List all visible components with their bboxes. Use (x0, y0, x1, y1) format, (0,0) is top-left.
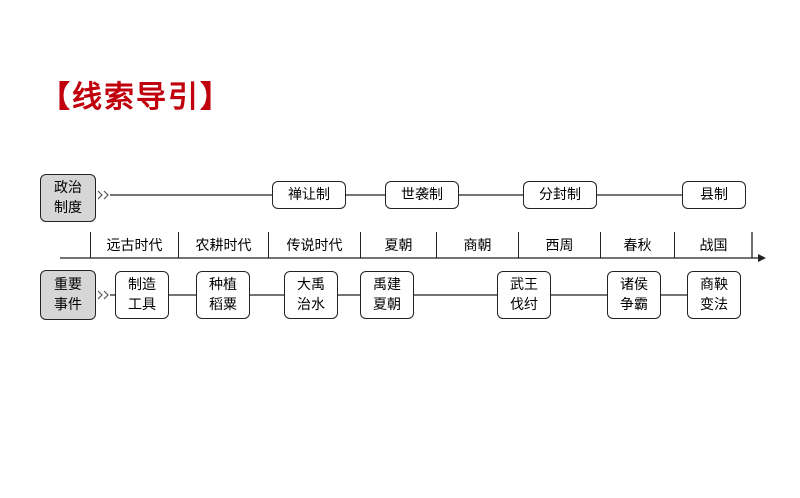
political-chevron-icon (97, 190, 103, 200)
political-item-hereditary: 世袭制 (385, 181, 459, 209)
event-item: 诸侯 争霸 (607, 271, 661, 319)
period-cell: 传说时代 (268, 232, 360, 258)
event-item: 大禹 治水 (284, 271, 338, 319)
period-cell: 远古时代 (90, 232, 178, 258)
event-item: 商鞅 变法 (687, 271, 741, 319)
timeline-arrow-icon (758, 254, 766, 262)
period-cell: 农耕时代 (178, 232, 268, 258)
political-system-category: 政治 制度 (40, 174, 96, 222)
period-cell: 夏朝 (360, 232, 436, 258)
political-item-abdication: 禅让制 (272, 181, 346, 209)
events-chevron-icon (97, 290, 103, 300)
political-item-county: 县制 (682, 181, 746, 209)
period-cell: 商朝 (436, 232, 518, 258)
event-item: 制造 工具 (115, 271, 169, 319)
events-category: 重要 事件 (40, 270, 96, 320)
section-title: 【线索导引】 (40, 80, 232, 115)
event-item: 禹建 夏朝 (360, 271, 414, 319)
event-item: 种植 稻粟 (196, 271, 250, 319)
political-chevron-icon (103, 190, 109, 200)
event-item: 武王 伐纣 (497, 271, 551, 319)
period-cell: 春秋 (600, 232, 674, 258)
period-cell: 西周 (518, 232, 600, 258)
events-chevron-icon (103, 290, 109, 300)
political-item-enfeoffment: 分封制 (523, 181, 597, 209)
period-cell: 战国 (674, 232, 752, 258)
